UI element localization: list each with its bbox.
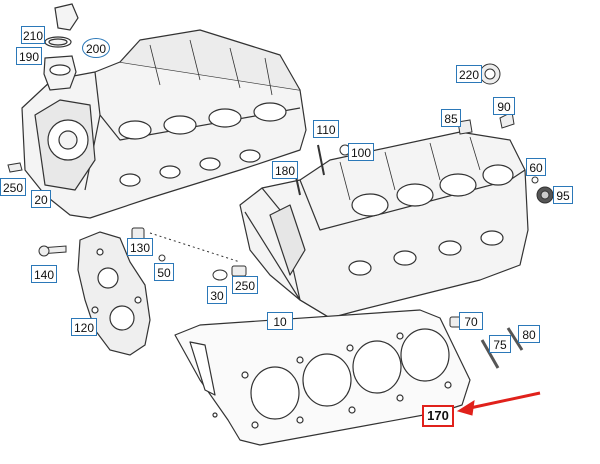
- part-label-200[interactable]: 200: [82, 38, 110, 58]
- part-label-85[interactable]: 85: [441, 109, 461, 127]
- part-label-80[interactable]: 80: [518, 325, 540, 343]
- oil-filler-parts: [43, 3, 79, 91]
- part-label-50[interactable]: 50: [154, 263, 174, 281]
- part-label-100[interactable]: 100: [348, 143, 374, 161]
- part-label-70[interactable]: 70: [459, 312, 483, 330]
- part-label-170-highlighted[interactable]: 170: [422, 405, 454, 427]
- part-label-60[interactable]: 60: [526, 158, 546, 176]
- part-label-120[interactable]: 120: [71, 318, 97, 336]
- small-fasteners-left: [7, 162, 247, 281]
- part-label-190[interactable]: 190: [16, 47, 42, 65]
- part-label-250-left[interactable]: 250: [0, 178, 26, 196]
- part-label-110[interactable]: 110: [313, 120, 339, 138]
- small-fasteners-right: [294, 63, 554, 369]
- part-label-95[interactable]: 95: [553, 186, 573, 204]
- right-cylinder-head: [239, 131, 529, 319]
- part-label-140[interactable]: 140: [31, 265, 57, 283]
- part-label-30[interactable]: 30: [207, 286, 227, 304]
- part-label-210[interactable]: 210: [21, 26, 45, 44]
- part-label-75[interactable]: 75: [489, 335, 511, 353]
- part-label-180[interactable]: 180: [272, 161, 298, 179]
- red-arrow-pointer-icon: [456, 391, 541, 416]
- part-label-130[interactable]: 130: [127, 238, 153, 256]
- part-label-90[interactable]: 90: [493, 97, 515, 115]
- part-label-10[interactable]: 10: [267, 312, 293, 330]
- part-label-220[interactable]: 220: [456, 65, 482, 83]
- part-label-250-right[interactable]: 250: [232, 276, 258, 294]
- left-cylinder-head: [21, 29, 307, 219]
- part-label-20[interactable]: 20: [31, 190, 51, 208]
